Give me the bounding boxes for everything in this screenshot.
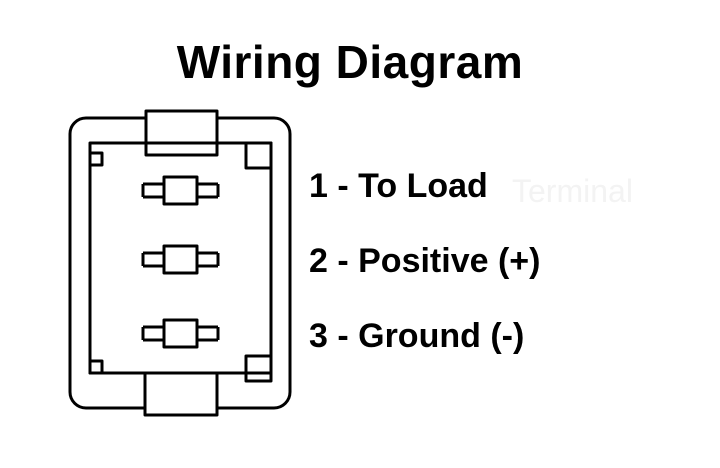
bottom-tab xyxy=(143,371,219,417)
terminal-2-pin xyxy=(141,244,220,275)
terminal-3-label: 3 - Ground (-) xyxy=(309,317,525,355)
corner-mark-bottom-right xyxy=(244,354,273,383)
switch-inner-frame xyxy=(88,141,273,375)
diagram-title: Wiring Diagram xyxy=(176,36,524,88)
watermark-text: Terminal xyxy=(512,173,633,209)
terminal-1-label: 1 - To Load xyxy=(309,167,488,205)
top-tab xyxy=(144,109,219,157)
terminal-2-label: 2 - Positive (+) xyxy=(309,242,541,280)
terminal-1-pin xyxy=(141,175,220,206)
corner-mark-bottom-left xyxy=(88,359,104,375)
terminal-3-pin xyxy=(141,318,220,349)
corner-mark-top-left xyxy=(88,151,104,167)
corner-mark-top-right xyxy=(244,141,273,170)
